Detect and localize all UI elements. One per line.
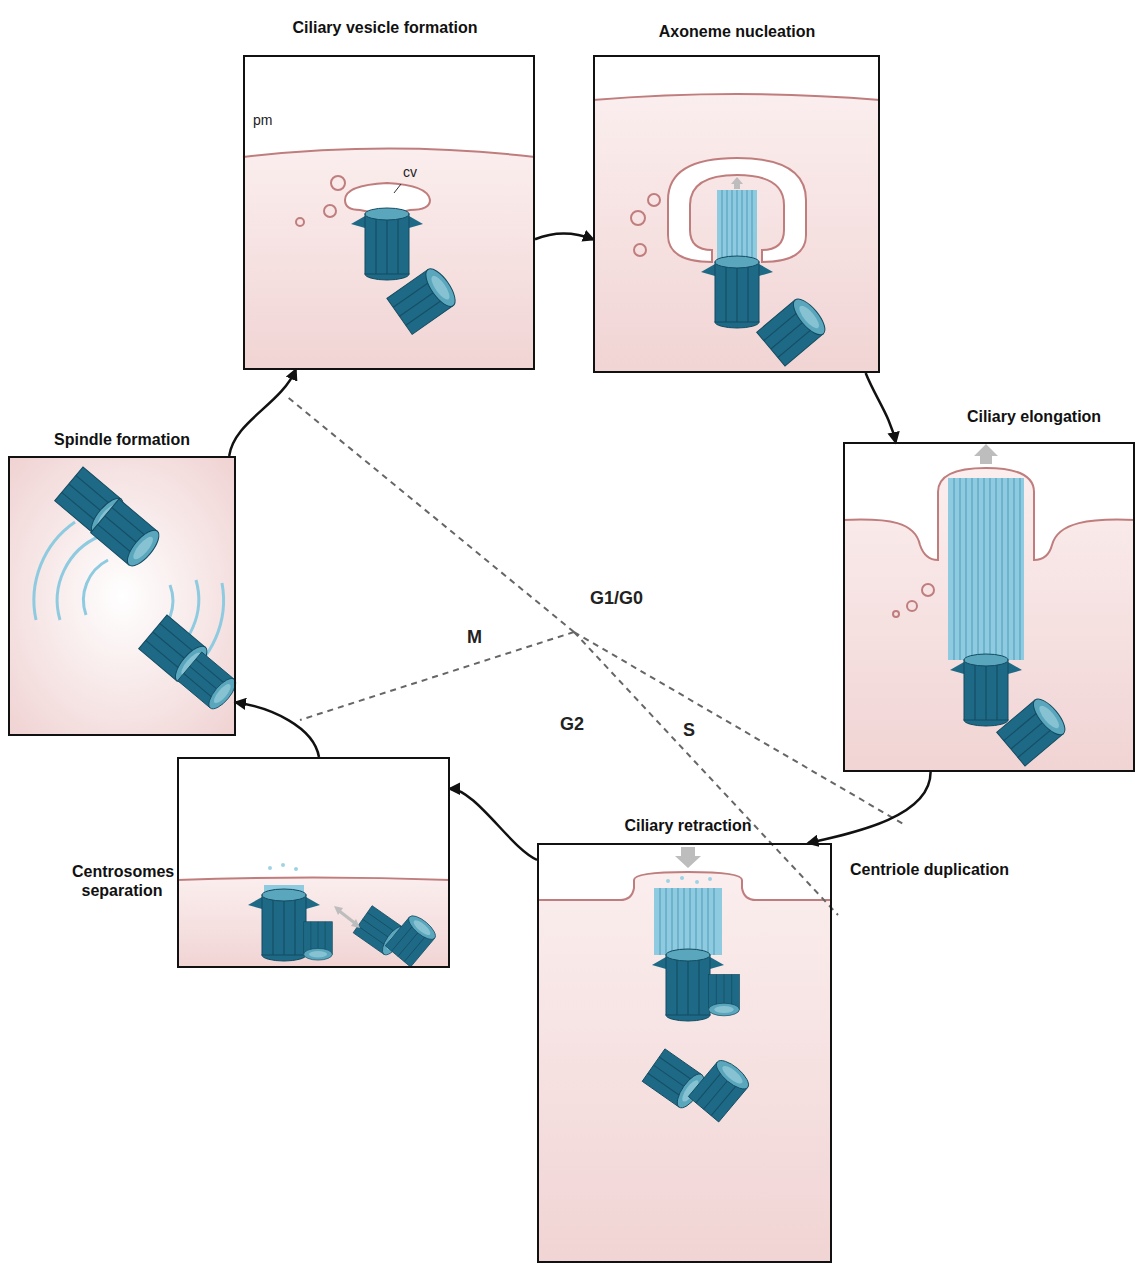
cycle-arrow	[229, 370, 295, 456]
centriole	[688, 1056, 752, 1122]
cycle-arrow	[866, 373, 896, 442]
daughter-centriole	[757, 294, 830, 366]
cytoplasm	[537, 872, 832, 1263]
retraction-arrow	[675, 847, 701, 868]
panel-ground	[177, 757, 450, 968]
mother-centriole	[701, 256, 773, 328]
cytoplasm	[593, 94, 880, 373]
panel-ground	[593, 55, 880, 373]
divider	[300, 632, 574, 720]
panel-heading: Axoneme nucleation	[659, 22, 815, 41]
procentriole	[709, 975, 740, 1016]
microtubules	[954, 478, 1020, 660]
dot	[695, 880, 699, 884]
diagram-label: S	[683, 720, 695, 741]
arc	[83, 560, 108, 615]
axoneme	[948, 478, 1024, 660]
daughter-centriole	[387, 264, 461, 334]
centriole	[91, 499, 164, 571]
procentriole	[304, 922, 333, 960]
diagram-label: G1/G0	[590, 588, 643, 609]
ciliary-vesicle	[668, 158, 806, 262]
panel-heading: Ciliary elongation	[967, 407, 1101, 426]
mother-centriole	[351, 208, 423, 280]
vesicle	[296, 218, 304, 226]
plasma-membrane	[243, 149, 535, 158]
microtubules	[722, 190, 752, 262]
panel-ground	[243, 55, 535, 370]
diagram-label: Centriole duplication	[850, 861, 1009, 879]
centriole	[178, 652, 240, 713]
mother-centriole	[950, 654, 1022, 726]
cycle-arrow	[236, 702, 319, 757]
panel-box: Axoneme nucleation	[593, 55, 880, 373]
dot	[708, 877, 712, 881]
vesicle	[634, 244, 646, 256]
axoneme	[654, 888, 722, 955]
divider	[574, 632, 838, 915]
separation-arrow	[338, 910, 356, 924]
panel-ground	[537, 843, 832, 1263]
vesicle	[893, 611, 899, 617]
daughter-centriole	[997, 694, 1070, 766]
cytoplasm	[243, 149, 535, 371]
axoneme	[717, 190, 757, 262]
cycle-arrow	[450, 789, 537, 860]
diagram-label: pm	[253, 112, 272, 128]
separation-arrowheads	[334, 906, 360, 928]
panel-box: Centrosomes separation	[177, 757, 450, 968]
tubulin-dots	[666, 876, 712, 884]
panel-box: Ciliary vesicle formation	[243, 55, 535, 370]
panel-box: Ciliary elongation	[843, 442, 1135, 772]
divider	[285, 395, 574, 632]
dot	[666, 879, 670, 883]
diagram-label: G2	[560, 714, 584, 735]
cycle-arrow	[808, 772, 930, 843]
plasma-membrane	[593, 94, 880, 100]
dot	[268, 866, 272, 870]
panel-heading: Ciliary vesicle formation	[293, 18, 478, 37]
panel-box: Spindle formation	[8, 456, 236, 736]
vesicle	[324, 205, 336, 217]
dot	[294, 867, 298, 871]
vesicle	[631, 211, 645, 225]
nucleation-panel-art	[593, 55, 880, 373]
arc	[34, 522, 75, 620]
cytoplasm	[177, 878, 450, 969]
growth-arrow	[731, 177, 743, 189]
retraction-panel-art	[537, 843, 832, 1263]
separation-panel-art	[177, 757, 450, 968]
dot	[281, 863, 285, 867]
tubulin-dots	[268, 863, 298, 871]
diagram-label: M	[467, 627, 482, 648]
phase-dividers	[285, 395, 905, 915]
dot	[680, 876, 684, 880]
leader-line	[394, 184, 401, 193]
panel-ground	[843, 442, 1135, 772]
cytoplasm	[843, 468, 1135, 772]
panel-heading: Spindle formation	[54, 430, 190, 449]
spindle-panel-art	[8, 456, 240, 736]
vesicle	[648, 194, 660, 206]
diagram-label: cv	[403, 164, 417, 180]
panel-heading: Ciliary retraction	[624, 816, 751, 835]
divider	[574, 632, 905, 825]
microtubules	[660, 888, 714, 955]
vesicle-panel-art	[243, 55, 535, 370]
cycle-arrow	[535, 233, 593, 239]
plasma-membrane	[177, 878, 450, 881]
growth-arrow	[974, 444, 998, 464]
vesicle	[922, 584, 934, 596]
arc	[57, 536, 100, 620]
vesicle	[331, 176, 345, 190]
elongation-panel-art	[843, 442, 1135, 772]
panel-heading: Centrosomes separation	[72, 862, 172, 900]
vesicle	[907, 601, 917, 611]
panel-box: Ciliary retraction	[537, 843, 832, 1263]
centriole	[385, 912, 439, 967]
